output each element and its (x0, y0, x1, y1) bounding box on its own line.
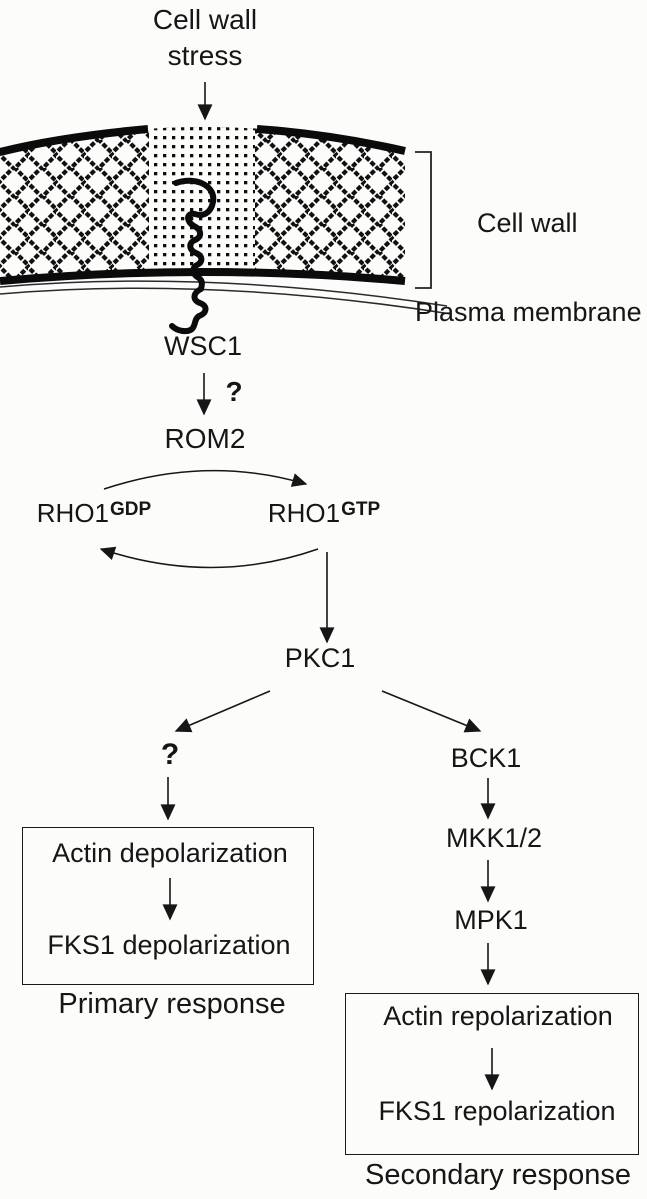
cell-wall-bracket (415, 151, 432, 289)
arrow-pkc1-to-unknown (174, 690, 271, 733)
rho1-gdp-label: RHO1 GDP (36, 498, 152, 529)
unknown-step-2-label: ? (160, 738, 180, 771)
rho1-gtp-superscript: GTP (341, 499, 381, 520)
secondary-response-caption: Secondary response (365, 1159, 631, 1191)
stress-label: Cell wall stress (152, 4, 258, 71)
cell-wall-label: Cell wall (477, 208, 578, 238)
pkc1-label: PKC1 (284, 643, 356, 673)
rho1-gdp-base: RHO1 (36, 498, 110, 528)
rom2-label: ROM2 (164, 423, 246, 454)
cell-wall-illustration (0, 125, 452, 335)
wsc1-label: WSC1 (163, 331, 243, 361)
rho1-gdp-superscript: GDP (110, 499, 152, 520)
primary-response-caption: Primary response (58, 988, 286, 1020)
mkk12-label: MKK1/2 (445, 823, 543, 853)
plasma-membrane-lines (0, 280, 452, 315)
rho1-gtp-base: RHO1 (267, 498, 341, 528)
fks1-depolarization-label: FKS1 depolarization (47, 930, 291, 960)
plasma-membrane-label: Plasma membrane (415, 297, 642, 327)
wall-top-outline-left (0, 125, 149, 156)
actin-repolarization-label: Actin repolarization (383, 1001, 613, 1031)
mpk1-label: MPK1 (454, 905, 528, 935)
rho1-gtp-label: RHO1 GTP (267, 498, 381, 529)
arrow-pkc1-to-bck1 (381, 690, 482, 733)
secondary-response-box (345, 993, 639, 1155)
primary-response-box (22, 827, 314, 985)
fks1-repolarization-label: FKS1 repolarization (378, 1096, 616, 1126)
bck1-label: BCK1 (450, 743, 522, 773)
cycle-arrow-reverse (99, 546, 319, 569)
cycle-arrow-forward (103, 469, 308, 490)
wsc1-squiggle (169, 177, 217, 335)
wall-bottom-outline (0, 268, 406, 285)
unknown-step-1-label: ? (225, 376, 243, 407)
wall-top-outline-right (256, 125, 406, 155)
actin-depolarization-label: Actin depolarization (52, 838, 288, 868)
